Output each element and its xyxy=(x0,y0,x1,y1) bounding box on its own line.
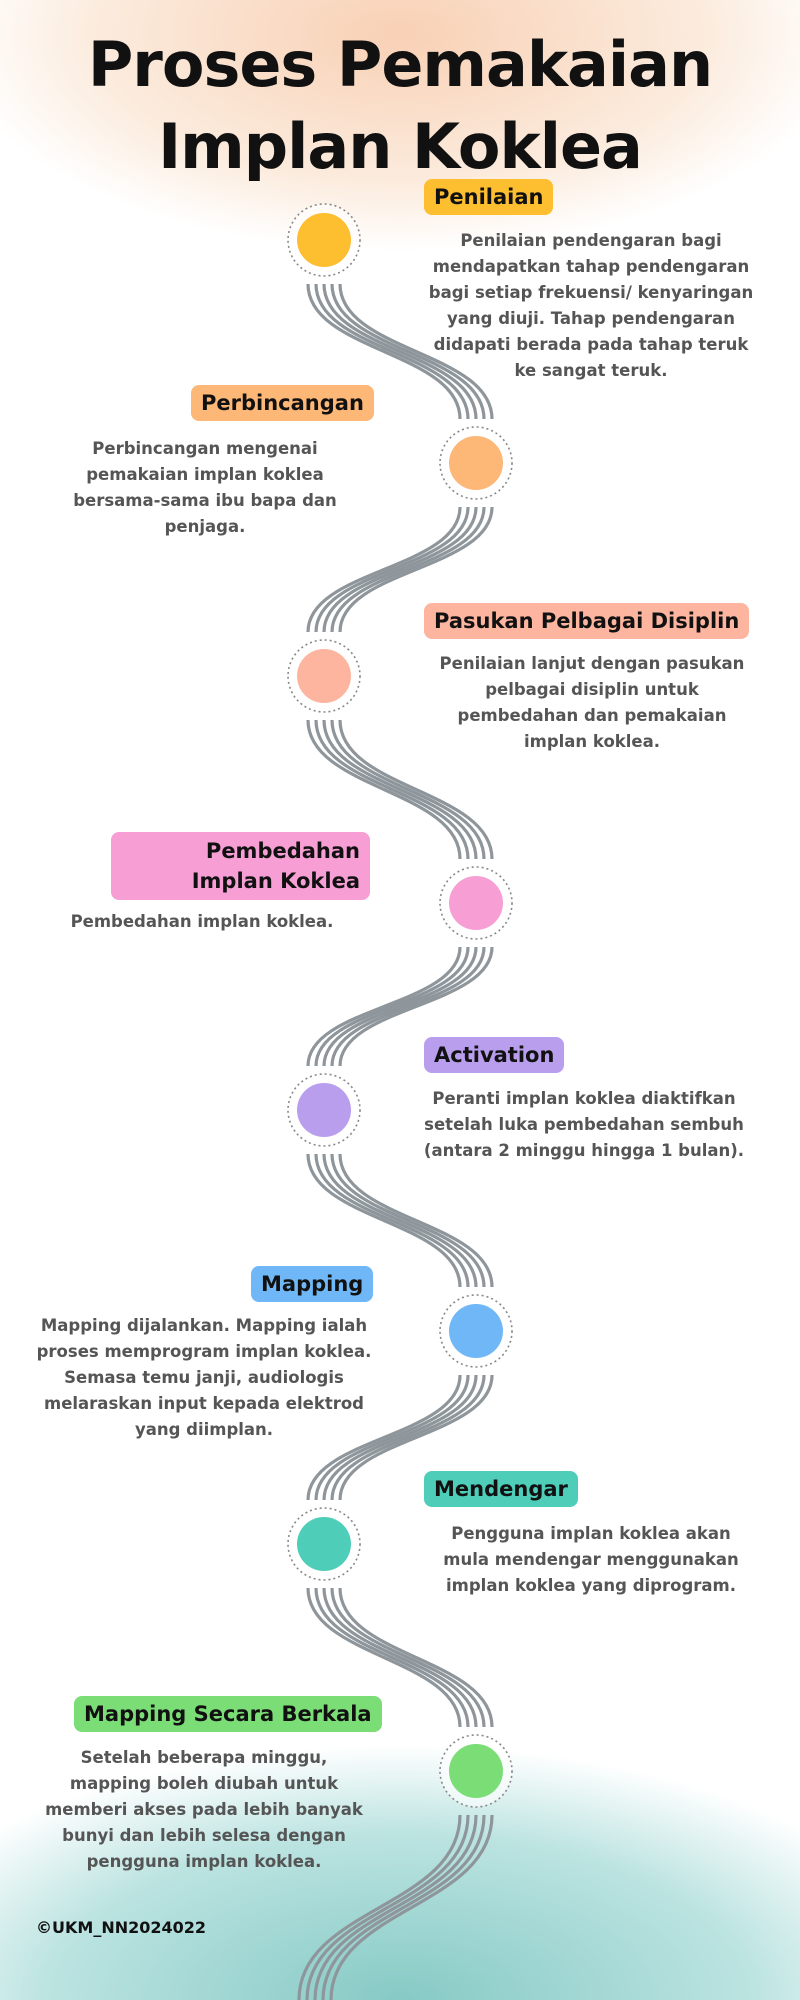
connector-line xyxy=(330,946,486,1067)
connector-line xyxy=(330,1587,486,1728)
connector-line xyxy=(305,1814,470,2000)
connector-line xyxy=(306,719,462,860)
connector-line xyxy=(338,1153,494,1288)
connector-line xyxy=(322,506,478,633)
connector-line xyxy=(297,1814,462,2000)
connector-line xyxy=(338,506,494,633)
step-dot xyxy=(449,1304,503,1358)
connector-line xyxy=(306,283,462,420)
step-text-mendengar: Pengguna implan koklea akan mula mendeng… xyxy=(443,1524,739,1595)
step-text-mapping: Mapping dijalankan. Mapping ialah proses… xyxy=(36,1316,372,1439)
connector-line xyxy=(306,506,462,633)
connector-line xyxy=(338,1374,494,1501)
connector-line xyxy=(314,719,470,860)
step-label-mendengar: Mendengar xyxy=(424,1471,578,1507)
connector-line xyxy=(330,719,486,860)
connector-line xyxy=(329,1814,494,2000)
step-label-perbincangan: Perbincangan xyxy=(191,385,374,421)
connector-line xyxy=(330,1153,486,1288)
connector-line xyxy=(330,1374,486,1501)
connector-line xyxy=(314,946,470,1067)
connector-line xyxy=(314,283,470,420)
connector-line xyxy=(321,1814,486,2000)
connector-line xyxy=(314,506,470,633)
connector-line xyxy=(322,1587,478,1728)
step-dot xyxy=(297,649,351,703)
connector-line xyxy=(338,1587,494,1728)
connector-line xyxy=(322,1153,478,1288)
step-dot xyxy=(449,876,503,930)
connector-line xyxy=(313,1814,478,2000)
connector-line xyxy=(322,283,478,420)
connector-line xyxy=(322,719,478,860)
step-text-perbincangan: Perbincangan mengenai pemakaian implan k… xyxy=(73,439,337,536)
step-text-activation: Peranti implan koklea diaktifkan setelah… xyxy=(423,1089,745,1160)
step-label-pasukan: Pasukan Pelbagai Disiplin xyxy=(424,603,750,639)
watercolor-bottom xyxy=(0,1700,800,2000)
step-label-mapping-berkala: Mapping Secara Berkala xyxy=(74,1696,382,1732)
connector-line xyxy=(314,1587,470,1728)
step-label-penilaian: Penilaian xyxy=(424,179,554,215)
step-dot xyxy=(449,436,503,490)
connector-line xyxy=(338,283,494,420)
step-text-penilaian: Penilaian pendengaran bagi mendapatkan t… xyxy=(428,231,754,380)
step-dot xyxy=(297,213,351,267)
connector-line xyxy=(322,946,478,1067)
connector-line xyxy=(306,1587,462,1728)
step-dot xyxy=(449,1744,503,1798)
step-text-mapping-berkala: Setelah beberapa minggu, mapping boleh d… xyxy=(45,1748,363,1871)
title-line-2: Implan Koklea xyxy=(158,110,643,183)
step-label-activation: Activation xyxy=(424,1037,565,1073)
step-dot xyxy=(297,1083,351,1137)
connector-line xyxy=(306,1374,462,1501)
connector-line xyxy=(306,1153,462,1288)
step-text-pembedahan: Pembedahan implan koklea. xyxy=(70,912,334,931)
watercolor-top xyxy=(0,0,800,340)
connector-line xyxy=(330,506,486,633)
connector-line xyxy=(330,283,486,420)
copyright: ©UKM_NN2024022 xyxy=(36,1918,207,1937)
step-label-pembedahan: Pembedahan Implan Koklea xyxy=(111,832,370,900)
connector-line xyxy=(314,1153,470,1288)
connector-line xyxy=(338,719,494,860)
step-label-mapping: Mapping xyxy=(251,1266,374,1302)
connector-line xyxy=(338,946,494,1067)
connector-line xyxy=(322,1374,478,1501)
step-text-pasukan: Penilaian lanjut dengan pasukan pelbagai… xyxy=(439,654,745,751)
connector-line xyxy=(306,946,462,1067)
step-dot xyxy=(297,1517,351,1571)
title-line-1: Proses Pemakaian xyxy=(87,28,713,101)
connector-line xyxy=(314,1374,470,1501)
